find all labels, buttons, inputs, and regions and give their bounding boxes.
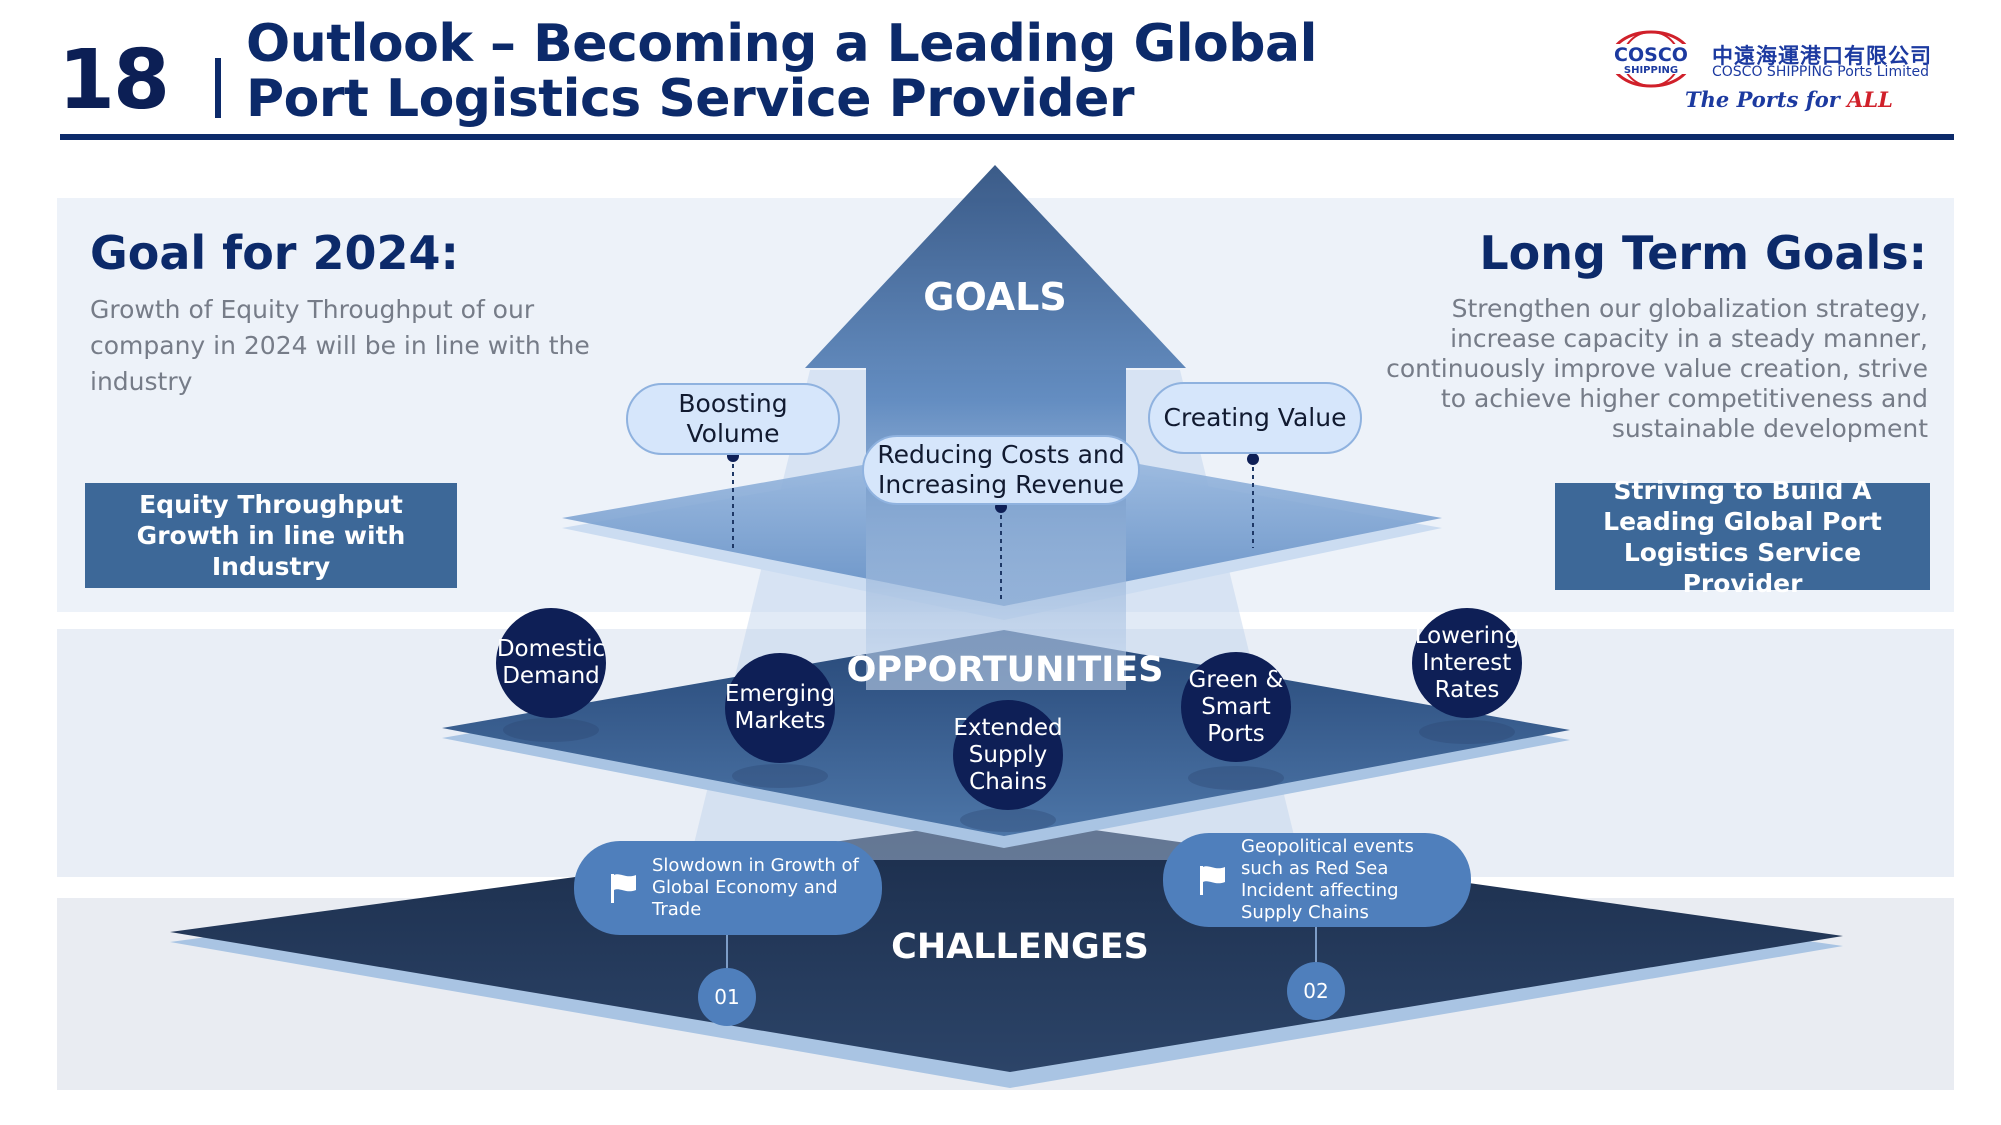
challenge-text-1: Slowdown in Growth of Global Economy and… <box>652 855 859 920</box>
long-term-goals-badge: Striving to Build A Leading Global Port … <box>1555 476 1930 598</box>
logo-mark-bottom: SHIPPING <box>1624 65 1678 76</box>
logo-chinese-name: 中遠海運港口有限公司 <box>1712 44 1932 68</box>
goals-label: GOALS <box>923 275 1066 319</box>
logo-tagline: The Ports for ALL <box>1685 87 1893 112</box>
long-term-goals-description: Strengthen our globalization strategy, i… <box>1386 294 1928 443</box>
goal-pill-creating-value: Creating Value <box>1148 382 1362 454</box>
cosco-logo-icon: COSCO SHIPPING <box>1607 30 1695 88</box>
opportunity-green-smart-ports: Green & Smart Ports <box>1181 652 1291 762</box>
long-term-goals-title: Long Term Goals: <box>1479 226 1927 280</box>
challenge-number-2: 02 <box>1287 962 1345 1020</box>
logo-tagline-prefix: The Ports for <box>1685 87 1848 112</box>
goal-2024-title: Goal for 2024: <box>90 226 459 280</box>
header-rule <box>60 134 1954 140</box>
goal-2024-description: Growth of Equity Throughput of our compa… <box>90 295 590 396</box>
opportunities-label: OPPORTUNITIES <box>847 650 1164 690</box>
opportunity-emerging-markets: Emerging Markets <box>725 653 835 763</box>
opportunity-domestic-demand: Domestic Demand <box>496 608 606 718</box>
goal-pill-reducing-costs: Reducing Costs and Increasing Revenue <box>862 435 1140 505</box>
logo-english-name: COSCO SHIPPING Ports Limited <box>1712 64 1929 80</box>
challenge-number-1: 01 <box>698 968 756 1026</box>
page-title-line-1: Outlook – Becoming a Leading Global <box>246 14 1317 74</box>
opportunity-lowering-interest-rates: Lowering Interest Rates <box>1412 608 1522 718</box>
goal-2024-badge: Equity Throughput Growth in line with In… <box>85 483 457 588</box>
logo-mark-top: COSCO <box>1614 44 1688 66</box>
goal-pill-boosting-volume: Boosting Volume <box>626 383 840 455</box>
title-divider <box>215 58 221 118</box>
logo-tagline-highlight: ALL <box>1847 87 1893 112</box>
challenges-label: CHALLENGES <box>891 927 1149 967</box>
page-title-line-2: Port Logistics Service Provider <box>246 69 1134 129</box>
challenge-text-2: Geopolitical events such as Red Sea Inci… <box>1241 836 1414 923</box>
opportunity-extended-supply-chains: Extended Supply Chains <box>953 700 1063 810</box>
flag-icon <box>611 874 636 903</box>
page-number: 18 <box>58 33 170 128</box>
challenge-card-2: Geopolitical events such as Red Sea Inci… <box>1163 833 1471 927</box>
flag-icon <box>1200 866 1225 895</box>
challenge-card-1: Slowdown in Growth of Global Economy and… <box>574 841 882 935</box>
